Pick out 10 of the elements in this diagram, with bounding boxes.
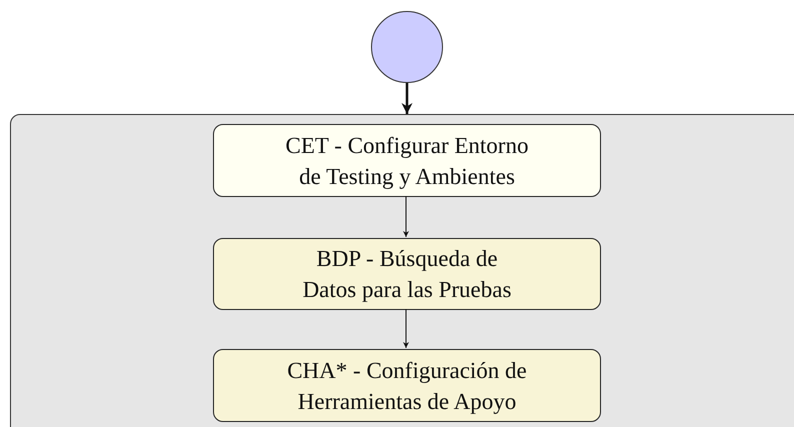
process-box xyxy=(213,349,601,422)
arrow xyxy=(402,83,412,114)
process-box xyxy=(213,124,601,197)
process-box xyxy=(213,238,601,310)
step-label: CHA* - Configuración de Herramientas de Apoyo xyxy=(286,356,528,416)
step-label: CET - Configurar Entorno de Testing y Ambientes xyxy=(284,132,530,191)
group-panel xyxy=(10,114,794,427)
arrow xyxy=(403,196,409,238)
step-label: BDP - Búsqueda de Datos para las Pruebas xyxy=(302,245,512,304)
arrow xyxy=(403,308,409,348)
